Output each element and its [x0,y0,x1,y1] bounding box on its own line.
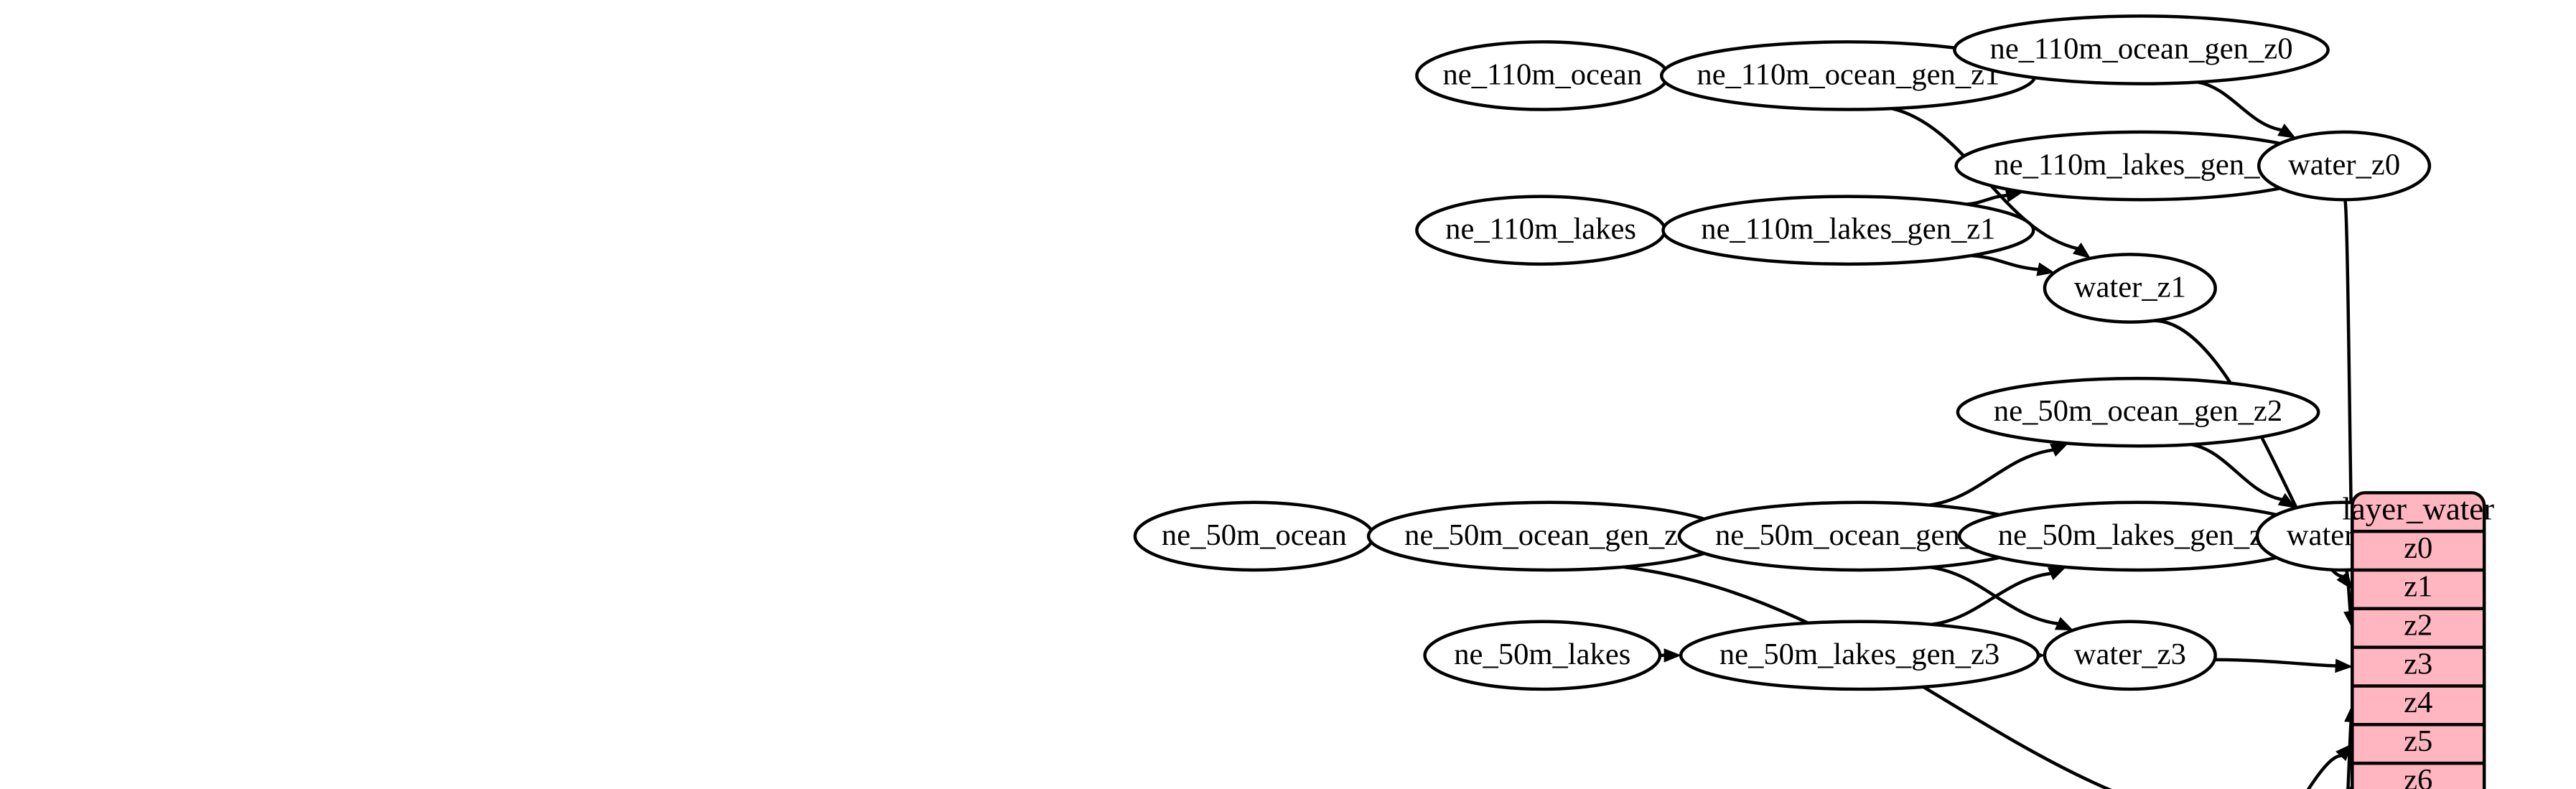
record-row-z1[interactable]: z1 [2404,570,2432,604]
edge-water_z5-to-layer_water-z5 [2306,743,2353,789]
edge-path [1966,193,2007,206]
edge-path [1971,253,2039,271]
edge-ne_50m_ocean_gen_z2-to-water_z2 [2190,442,2297,508]
node-ellipse [2043,253,2217,324]
node-water_z3[interactable]: water_z3 [2043,620,2217,691]
record-row-z5[interactable]: z5 [2404,724,2432,758]
edge-path [1623,565,2112,789]
edge-arrowhead [2335,658,2353,673]
edge-arrowhead [2050,443,2069,457]
edge-path [1929,448,2054,507]
edge-path [2197,80,2282,132]
node-ne_110m_lakes[interactable]: ne_110m_lakes [1415,195,1666,266]
edge-path [1930,565,2059,626]
edge-ne_110m_lakes_gen_z1-to-water_z1 [1971,253,2055,276]
edge-arrowhead [2072,242,2091,259]
edge-ne_50m_lakes_gen_z3-to-ne_50m_lakes_gen_z2 [1931,566,2067,626]
node-ne_50m_ocean_gen_z4[interactable]: ne_50m_ocean_gen_z4 [1366,500,1731,572]
edge-path [2214,658,2336,668]
node-ellipse [1953,14,2330,85]
node-ne_110m_ocean_gen_z0[interactable]: ne_110m_ocean_gen_z0 [1953,14,2330,85]
node-ellipse [1679,620,2040,691]
node-ellipse [1415,195,1666,266]
nodes-layer: imposm3osm_water_polygonosm_ocean_polygo… [1133,14,2432,691]
edge-ne_50m_ocean_gen_z3-to-ne_50m_ocean_gen_z2 [1929,443,2069,507]
node-ne_50m_lakes[interactable]: ne_50m_lakes [1423,620,1662,691]
node-ne_110m_ocean[interactable]: ne_110m_ocean [1415,40,1670,111]
record-row-z2[interactable]: z2 [2404,608,2432,642]
node-ellipse [1956,376,2320,448]
record-row-z6[interactable]: z6 [2404,763,2432,789]
edge-path [2343,197,2354,536]
edge-arrowhead [1663,648,1681,663]
node-ne_110m_lakes_gen_z1[interactable]: ne_110m_lakes_gen_z1 [1661,195,2035,266]
node-ellipse [2257,130,2432,202]
record-node-layer_water[interactable]: layer_waterz0z1z2z3z4z5z6z7z8z9z10z11z12… [2342,491,2494,789]
node-ellipse [1366,500,1731,572]
edge-path [1931,571,2052,626]
record-node-layer: layer_waterz0z1z2z3z4z5z6z7z8z9z10z11z12… [2342,491,2494,789]
node-ellipse [2043,620,2217,691]
record-row-z4[interactable]: z4 [2404,686,2432,719]
node-water_z1[interactable]: water_z1 [2043,253,2217,324]
record-row-z0[interactable]: z0 [2404,531,2432,565]
edge-ne_110m_ocean_gen_z0-to-water_z0 [2197,80,2297,139]
edge-ne_50m_ocean_gen_z3-to-water_z3 [1930,565,2074,631]
edge-ne_50m_ocean_gen_z4-to-water_z4 [1623,565,2112,789]
record-title: layer_water [2342,491,2494,527]
edge-path [2306,754,2342,789]
edges-layer [1368,56,2359,789]
edge-arrowhead [2335,743,2353,762]
node-ellipse [1415,40,1670,111]
edge-arrowhead [2036,262,2055,276]
edge-path [2190,442,2283,502]
edge-arrowhead [2047,566,2067,581]
node-ne_50m_ocean_gen_z2[interactable]: ne_50m_ocean_gen_z2 [1956,376,2320,448]
node-ellipse [1423,620,1662,691]
edge-ne_50m_lakes-to-ne_50m_lakes_gen_z3 [1660,648,1681,663]
node-ellipse [1661,195,2035,266]
node-water_z0[interactable]: water_z0 [2257,130,2432,202]
edge-water_z3-to-layer_water-z3 [2214,658,2353,673]
edge-arrowhead [2277,492,2297,508]
node-ellipse [1133,500,1376,572]
record-row-z3[interactable]: z3 [2404,647,2432,681]
edge-arrowhead [2054,617,2074,631]
edge-arrowhead [2277,123,2297,139]
edge-path [2344,568,2353,614]
node-ne_50m_lakes_gen_z3[interactable]: ne_50m_lakes_gen_z3 [1679,620,2040,691]
node-ne_50m_ocean[interactable]: ne_50m_ocean [1133,500,1376,572]
